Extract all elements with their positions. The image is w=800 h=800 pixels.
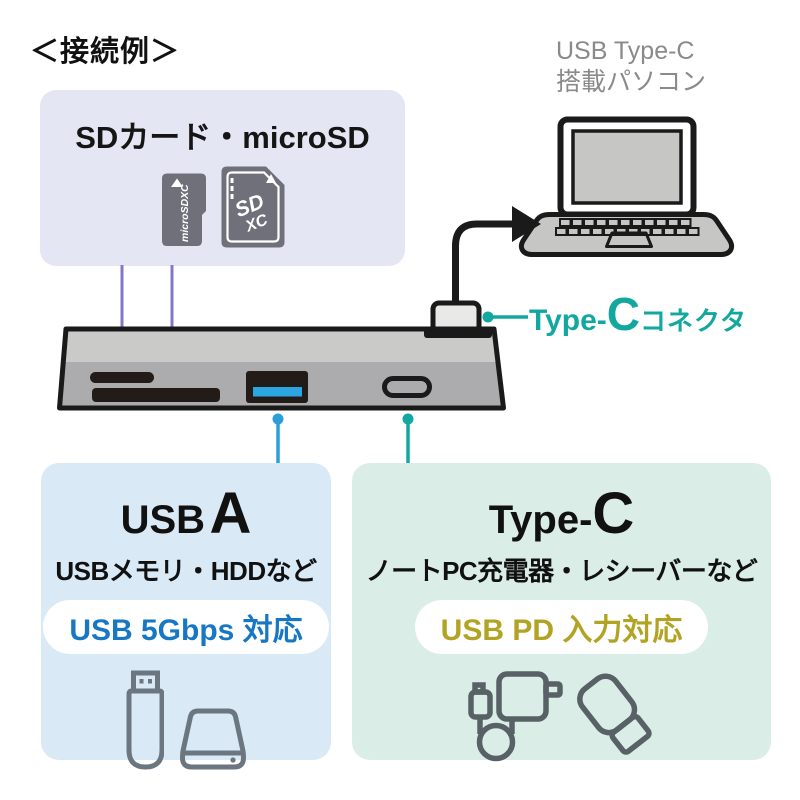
laptop-caption-line1: USB Type-C — [556, 37, 695, 65]
laptop-trackpad — [605, 231, 653, 248]
laptop-caption-line2: 搭載パソコン — [556, 68, 707, 96]
hub-microsd-slot — [90, 372, 154, 383]
usb-a-panel-title: USB A — [41, 485, 331, 543]
callout-prefix: Type- — [529, 304, 607, 337]
arrow-head — [512, 206, 541, 242]
hub-illustration — [57, 300, 506, 411]
sd-card-panel: SDカード・microSD microSDXC SD — [40, 90, 405, 266]
charger-icon — [467, 671, 563, 762]
page-title: ＜接続例＞ — [30, 36, 181, 68]
usb-a-panel-subtitle: USBメモリ・HDDなど — [55, 556, 317, 586]
hdd-icon — [180, 708, 246, 770]
usb-a-drop-line — [272, 413, 284, 463]
type-c-drop-line — [402, 413, 414, 463]
type-c-panel-subtitle: ノートPC充電器・レシーバーなど — [365, 556, 758, 586]
usb-a-title-letter: A — [209, 481, 252, 546]
sd-icons-row: microSDXC SD XC — [40, 166, 405, 248]
sd-icon-pins — [230, 178, 233, 199]
usb-a-title-prefix: USB — [120, 498, 206, 542]
type-c-panel-icons — [352, 670, 771, 764]
laptop-caption: USB Type-C 搭載パソコン — [556, 36, 706, 98]
receiver-icon — [576, 673, 652, 755]
type-c-title-letter: C — [592, 481, 635, 546]
sd-panel-label: SDカード・microSD — [75, 120, 370, 155]
usb-a-panel: USB A USBメモリ・HDDなど USB 5Gbps 対応 — [41, 463, 331, 770]
usb-memory-icon — [126, 670, 164, 770]
hub-usb-c-port — [382, 376, 432, 398]
callout-letter: C — [606, 288, 641, 340]
hub-sd-slot — [92, 388, 220, 402]
type-c-badge: USB PD 入力対応 — [414, 600, 709, 654]
microsd-card-icon: microSDXC — [161, 173, 206, 246]
type-c-panel: Type-C ノートPC充電器・レシーバーなど USB PD 入力対応 — [352, 463, 771, 762]
usb-a-panel-icons — [41, 670, 331, 770]
usb-a-badge: USB 5Gbps 対応 — [43, 600, 329, 654]
cable-arrow — [452, 206, 541, 303]
microsd-icon-text: microSDXC — [179, 184, 191, 242]
type-c-panel-title: Type-C — [352, 485, 771, 543]
callout-suffix: コネクタ — [640, 306, 747, 336]
hub-usb-a-port — [246, 371, 308, 403]
type-c-title-prefix: Type- — [488, 498, 593, 542]
connector-callout-line — [482, 311, 528, 323]
laptop-illustration — [518, 116, 735, 257]
hub-plug-collar — [424, 328, 492, 338]
sd-card-icon: SD XC — [221, 166, 284, 248]
